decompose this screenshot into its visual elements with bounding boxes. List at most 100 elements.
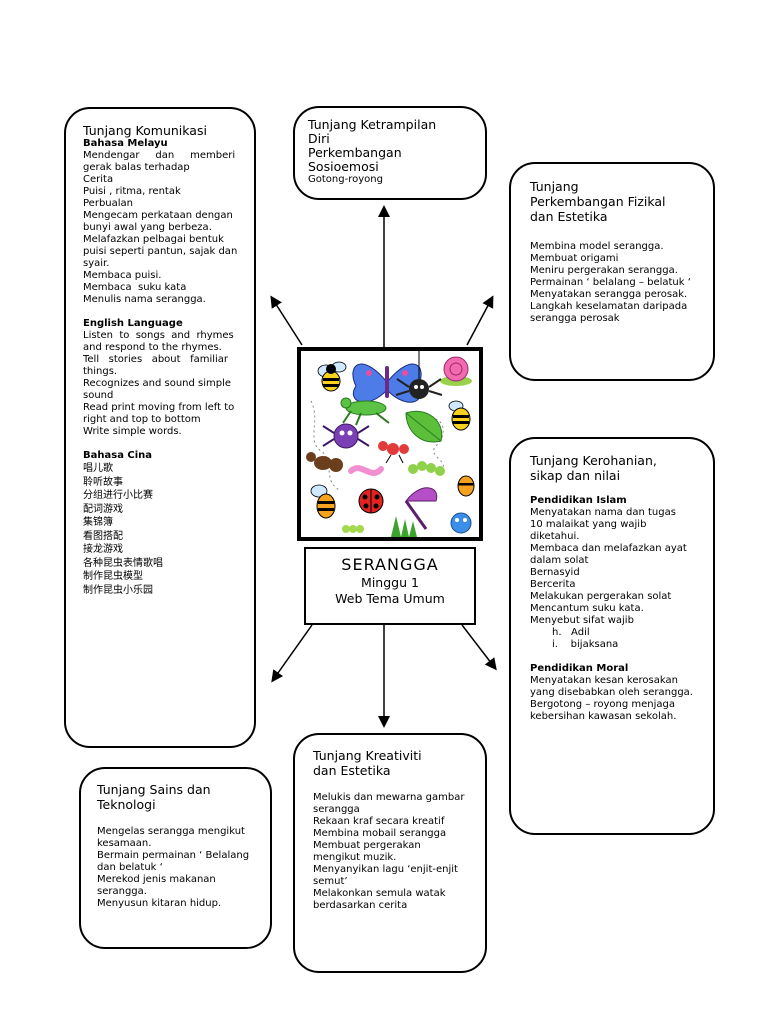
bm-line: Melafazkan pelbagai bentuk bbox=[83, 234, 224, 245]
komunikasi-title: Tunjang Komunikasi bbox=[83, 123, 207, 138]
blue-bug-icon bbox=[450, 512, 472, 534]
bm-line: syair. bbox=[83, 258, 110, 269]
en-line: things. bbox=[83, 366, 118, 377]
en-line: right and top to bottom bbox=[83, 414, 201, 425]
islam-line: Bercerita bbox=[530, 579, 576, 590]
green-caterpillar-icon bbox=[342, 525, 364, 533]
arrow-up-right bbox=[466, 295, 494, 346]
sains-line: kesamaan. bbox=[97, 838, 152, 849]
fizikal-line: Permainan ‘ belalang – belatuk ‘ bbox=[530, 277, 691, 288]
cn-line: 各种昆虫表情歌唱 bbox=[83, 557, 163, 569]
cn-line: 配词游戏 bbox=[83, 503, 123, 515]
spider-icon bbox=[395, 351, 443, 399]
cn-line: 集锦簿 bbox=[83, 517, 113, 528]
fizikal-line: serangga perosak bbox=[530, 313, 620, 324]
theme-subtitle: Web Tema Umum bbox=[335, 591, 445, 606]
islam-line: Melakukan pergerakan solat bbox=[530, 591, 672, 602]
bm-line: puisi seperti pantun, sajak dan bbox=[83, 246, 238, 257]
bm-line: Membaca suku kata bbox=[83, 282, 187, 293]
red-ant-icon bbox=[378, 441, 409, 464]
fizikal-line: Membina model serangga. bbox=[530, 241, 664, 252]
kreativiti-title-line: Tunjang Kreativiti bbox=[313, 748, 422, 763]
ketrampilan-line: Gotong-royong bbox=[308, 174, 383, 185]
ketrampilan-lines: Gotong-royong bbox=[308, 174, 473, 186]
fizikal-line: Langkah keselamatan daripada bbox=[530, 301, 688, 312]
fizikal-title-line: Perkembangan Fizikal bbox=[530, 194, 666, 209]
fizikal-line: Membuat origami bbox=[530, 253, 619, 264]
cn-line: 接龙游戏 bbox=[83, 544, 123, 555]
bm-line: gerak balas terhadap bbox=[83, 162, 190, 173]
bm-line: Membaca puisi. bbox=[83, 270, 162, 281]
bm-line: Cerita bbox=[83, 174, 114, 185]
bm-line: Mengecam perkataan dengan bbox=[83, 210, 233, 221]
ketrampilan-title-line: Tunjang Ketrampilan bbox=[308, 117, 437, 132]
kreativiti-line: serangga bbox=[313, 804, 360, 815]
sains-line: Mengelas serangga mengikut bbox=[97, 826, 245, 837]
moral-line: Bergotong – royong menjaga bbox=[530, 699, 676, 710]
kreativiti-title-line: dan Estetika bbox=[313, 763, 391, 778]
grasshopper-icon bbox=[340, 397, 390, 426]
fizikal-line: Menyatakan serangga perosak. bbox=[530, 289, 688, 300]
kreativiti-line: berdasarkan cerita bbox=[313, 900, 408, 911]
kreativiti-line: Melakonkan semula watak bbox=[313, 888, 446, 899]
islam-line: Menyatakan nama dan tugas bbox=[530, 507, 676, 518]
kerohanian-box: Tunjang Kerohanian,sikap dan nilai Pendi… bbox=[509, 437, 715, 835]
en-line: Listen to songs and rhymes bbox=[83, 330, 234, 341]
theme-week: Minggu 1 bbox=[361, 575, 419, 590]
arrow-down-right bbox=[461, 624, 497, 671]
ketrampilan-title-line: Sosioemosi bbox=[308, 159, 379, 174]
cn-lines: 唱儿歌聆听故事分组进行小比赛配词游戏集锦簿看图搭配接龙游戏各种昆虫表情歌唱制作昆… bbox=[83, 462, 240, 597]
cn-line: 看图搭配 bbox=[83, 530, 123, 542]
brown-ant-icon bbox=[306, 452, 343, 472]
moral-line: Menyatakan kesan kerosakan bbox=[530, 675, 678, 686]
sains-title-line: Tunjang Sains dan bbox=[97, 782, 211, 797]
worm-icon bbox=[348, 465, 384, 476]
cn-line: 聆听故事 bbox=[83, 476, 123, 488]
islam-line: diketahui. bbox=[530, 531, 580, 542]
en-line: Read print moving from left to bbox=[83, 402, 235, 413]
islam-list-item: h. Adil bbox=[552, 627, 590, 638]
kreativiti-line: semut’ bbox=[313, 876, 348, 887]
ladybug-icon bbox=[358, 488, 384, 514]
moral-heading: Pendidikan Moral bbox=[530, 663, 629, 674]
kreativiti-line: Menyanyikan lagu ‘enjit-enjit bbox=[313, 864, 458, 875]
komunikasi-box: Tunjang Komunikasi Bahasa Melayu Mendeng… bbox=[64, 107, 256, 748]
fizikal-line: Meniru pergerakan serangga. bbox=[530, 265, 678, 276]
arrow-up-left bbox=[270, 295, 303, 346]
cn-line: 制作昆虫小乐园 bbox=[83, 584, 153, 596]
kreativiti-line: Membuat pergerakan bbox=[313, 840, 421, 851]
en-line: Recognizes and sound simple bbox=[83, 378, 232, 389]
cn-line: 制作昆虫模型 bbox=[83, 571, 143, 582]
cn-heading: Bahasa Cina bbox=[83, 450, 153, 461]
fizikal-title-line: Tunjang bbox=[530, 179, 579, 194]
islam-line: 10 malaikat yang wajib bbox=[530, 519, 647, 530]
bm-line: Mendengar dan memberi bbox=[83, 150, 236, 161]
sains-line: Bermain permainan ‘ Belalang bbox=[97, 850, 250, 861]
purple-bug-icon bbox=[322, 423, 370, 449]
fizikal-title-line: dan Estetika bbox=[530, 209, 608, 224]
ketrampilan-title-line: Diri bbox=[308, 131, 330, 146]
arrow-down-left bbox=[271, 624, 313, 683]
insects-image bbox=[306, 351, 475, 537]
ketrampilan-title-line: Perkembangan bbox=[308, 145, 402, 160]
islam-line: Menyebut sifat wajib bbox=[530, 615, 634, 626]
bm-line: Menulis nama serangga. bbox=[83, 294, 206, 305]
en-line: Tell stories about familiar bbox=[83, 354, 229, 365]
bm-heading: Bahasa Melayu bbox=[83, 138, 168, 149]
bee-icon bbox=[457, 475, 475, 497]
kreativiti-line: Melukis dan mewarna gambar bbox=[313, 792, 465, 803]
islam-line: dalam solat bbox=[530, 555, 589, 566]
